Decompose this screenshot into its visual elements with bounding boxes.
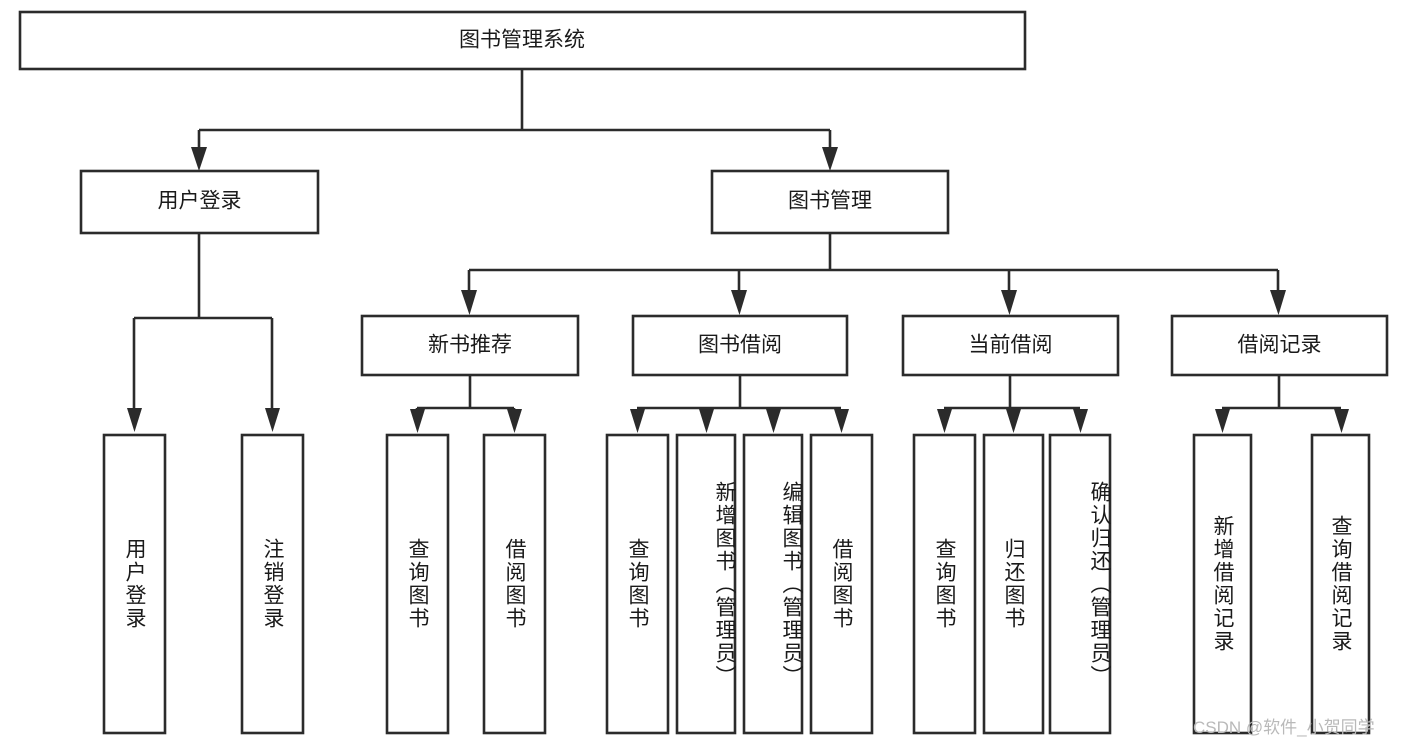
leaf-borrow-book-2-box[interactable]: [809, 433, 874, 735]
arrowhead-leaf-add-record: [1215, 409, 1230, 433]
node-current-borrow[interactable]: 当前借阅: [901, 314, 1120, 377]
node-borrow-record-box[interactable]: [1170, 314, 1389, 377]
arrowhead-leaf-query-book-3: [937, 409, 952, 433]
node-book-borrow-box[interactable]: [631, 314, 849, 377]
leaf-boxes-group: [102, 433, 1371, 735]
arrowhead-new-book-recommend: [461, 290, 477, 315]
arrowhead-leaf-return-book: [1006, 409, 1021, 433]
arrowhead-leaf-user-login: [127, 408, 142, 432]
arrowhead-leaf-query-book-2: [630, 409, 645, 433]
node-root[interactable]: 图书管理系统: [18, 10, 1027, 71]
arrowhead-user-login: [191, 147, 207, 171]
leaf-query-book-1-box[interactable]: [385, 433, 450, 735]
arrowhead-book-manage: [822, 147, 838, 171]
arrowhead-current-borrow: [1001, 290, 1017, 315]
node-book-manage-box[interactable]: [710, 169, 950, 235]
leaf-add-record-box[interactable]: [1192, 433, 1253, 735]
arrowhead-book-borrow: [731, 290, 747, 315]
node-book-borrow[interactable]: 图书借阅: [631, 314, 849, 377]
node-user-login[interactable]: 用户登录: [79, 169, 320, 235]
arrowhead-borrow-record: [1270, 290, 1286, 315]
node-book-borrow-label: 图书借阅: [698, 334, 782, 357]
arrowhead-leaf-logout: [265, 408, 280, 432]
node-book-manage[interactable]: 图书管理: [710, 169, 950, 235]
node-new-book-recommend[interactable]: 新书推荐: [360, 314, 580, 377]
node-user-login-label: 用户登录: [158, 190, 242, 213]
node-user-login-box[interactable]: [79, 169, 320, 235]
arrowhead-leaf-add-book: [699, 409, 714, 433]
node-new-book-recommend-box[interactable]: [360, 314, 580, 377]
leaf-confirm-return-box[interactable]: [1048, 433, 1112, 735]
leaf-return-book-box[interactable]: [982, 433, 1045, 735]
node-current-borrow-box[interactable]: [901, 314, 1120, 377]
arrowhead-leaf-borrow-book-2: [834, 409, 849, 433]
node-borrow-record-label: 借阅记录: [1238, 334, 1322, 357]
arrowhead-leaf-query-record: [1334, 409, 1349, 433]
node-new-book-recommend-label: 新书推荐: [428, 334, 512, 357]
leaf-edit-book-box[interactable]: [742, 433, 804, 735]
leaf-add-book-box[interactable]: [675, 433, 737, 735]
arrowhead-leaf-edit-book: [766, 409, 781, 433]
leaf-logout-box[interactable]: [240, 433, 305, 735]
node-book-manage-label: 图书管理: [788, 190, 872, 213]
arrowhead-leaf-confirm-return: [1073, 409, 1088, 433]
node-borrow-record[interactable]: 借阅记录: [1170, 314, 1389, 377]
node-root-box[interactable]: [18, 10, 1027, 71]
node-current-borrow-label: 当前借阅: [969, 334, 1053, 357]
leaf-user-login-box[interactable]: [102, 433, 167, 735]
arrowhead-leaf-borrow-book-1: [507, 409, 522, 433]
edges-group: [127, 69, 1349, 433]
leaf-query-book-3-box[interactable]: [912, 433, 977, 735]
leaf-borrow-book-1-box[interactable]: [482, 433, 547, 735]
leaf-query-record-box[interactable]: [1310, 433, 1371, 735]
node-root-label: 图书管理系统: [459, 29, 585, 52]
arrowhead-leaf-query-book-1: [410, 409, 425, 433]
csdn-watermark: CSDN @软件_小贺同学: [1193, 718, 1375, 737]
leaf-query-book-2-box[interactable]: [605, 433, 670, 735]
